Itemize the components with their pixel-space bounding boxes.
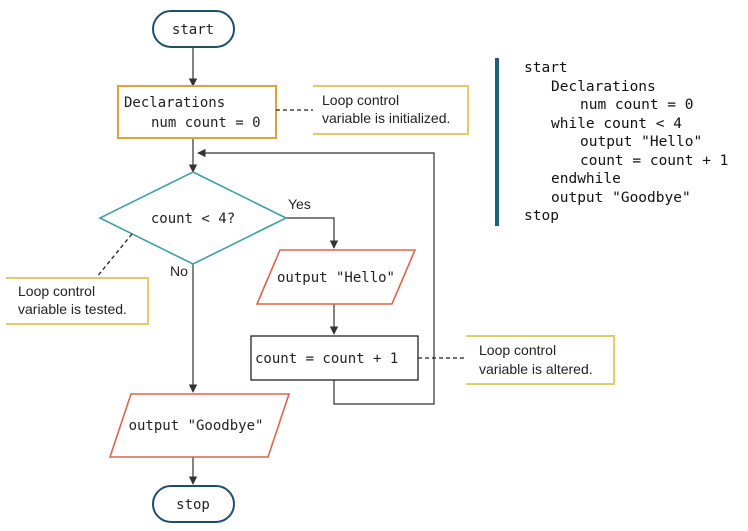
callout-altered-line1: Loop control [479,342,556,358]
callout-tested: Loop control variable is tested. [6,277,149,325]
callout-initialized-line1: Loop control [322,92,399,108]
yes-label: Yes [288,196,311,212]
no-label: No [170,263,188,279]
loop-back-arrow [197,148,435,405]
code-line: output "Goodbye" [551,190,691,206]
arrow-decision-yes [286,217,339,249]
stop-terminal: stop [152,485,235,523]
code-line: Declarations [551,79,656,95]
callout-tested-line2: variable is tested. [18,301,127,317]
callout-tested-leader [95,233,133,279]
code-line: start [524,60,568,76]
output-hello-parallelogram: output "Hello" [255,249,417,305]
code-line: while count < 4 [551,116,682,132]
declarations-box: Declarations num count = 0 [117,85,277,139]
output-hello-label: output "Hello" [277,270,395,286]
callout-tested-line1: Loop control [18,283,95,299]
code-line: count = count + 1 [580,153,728,169]
decision-label: count < 4? [151,211,235,227]
output-goodbye-label: output "Goodbye" [129,418,264,434]
code-line: num count = 0 [580,97,694,113]
decision-diamond: count < 4? [98,171,288,265]
declarations-label: Declarations [124,95,225,111]
callout-altered-line2: variable is altered. [479,361,593,377]
declaration-variable: num count = 0 [151,115,261,131]
code-line: output "Hello" [580,134,702,150]
stop-label: stop [176,497,210,513]
increment-label: count = count + 1 [255,351,398,367]
pseudocode-block: start Declarations num count = 0 while c… [524,60,728,224]
start-label: start [172,22,214,38]
callout-initialized: Loop control variable is initialized. [313,85,469,135]
output-goodbye-parallelogram: output "Goodbye" [108,393,291,458]
increment-box: count = count + 1 [250,335,419,381]
callout-altered: Loop control variable is altered. [466,335,615,385]
callout-initialized-line2: variable is initialized. [322,110,450,126]
code-line: stop [524,208,559,224]
start-terminal: start [152,10,235,48]
code-line: endwhile [551,171,621,187]
